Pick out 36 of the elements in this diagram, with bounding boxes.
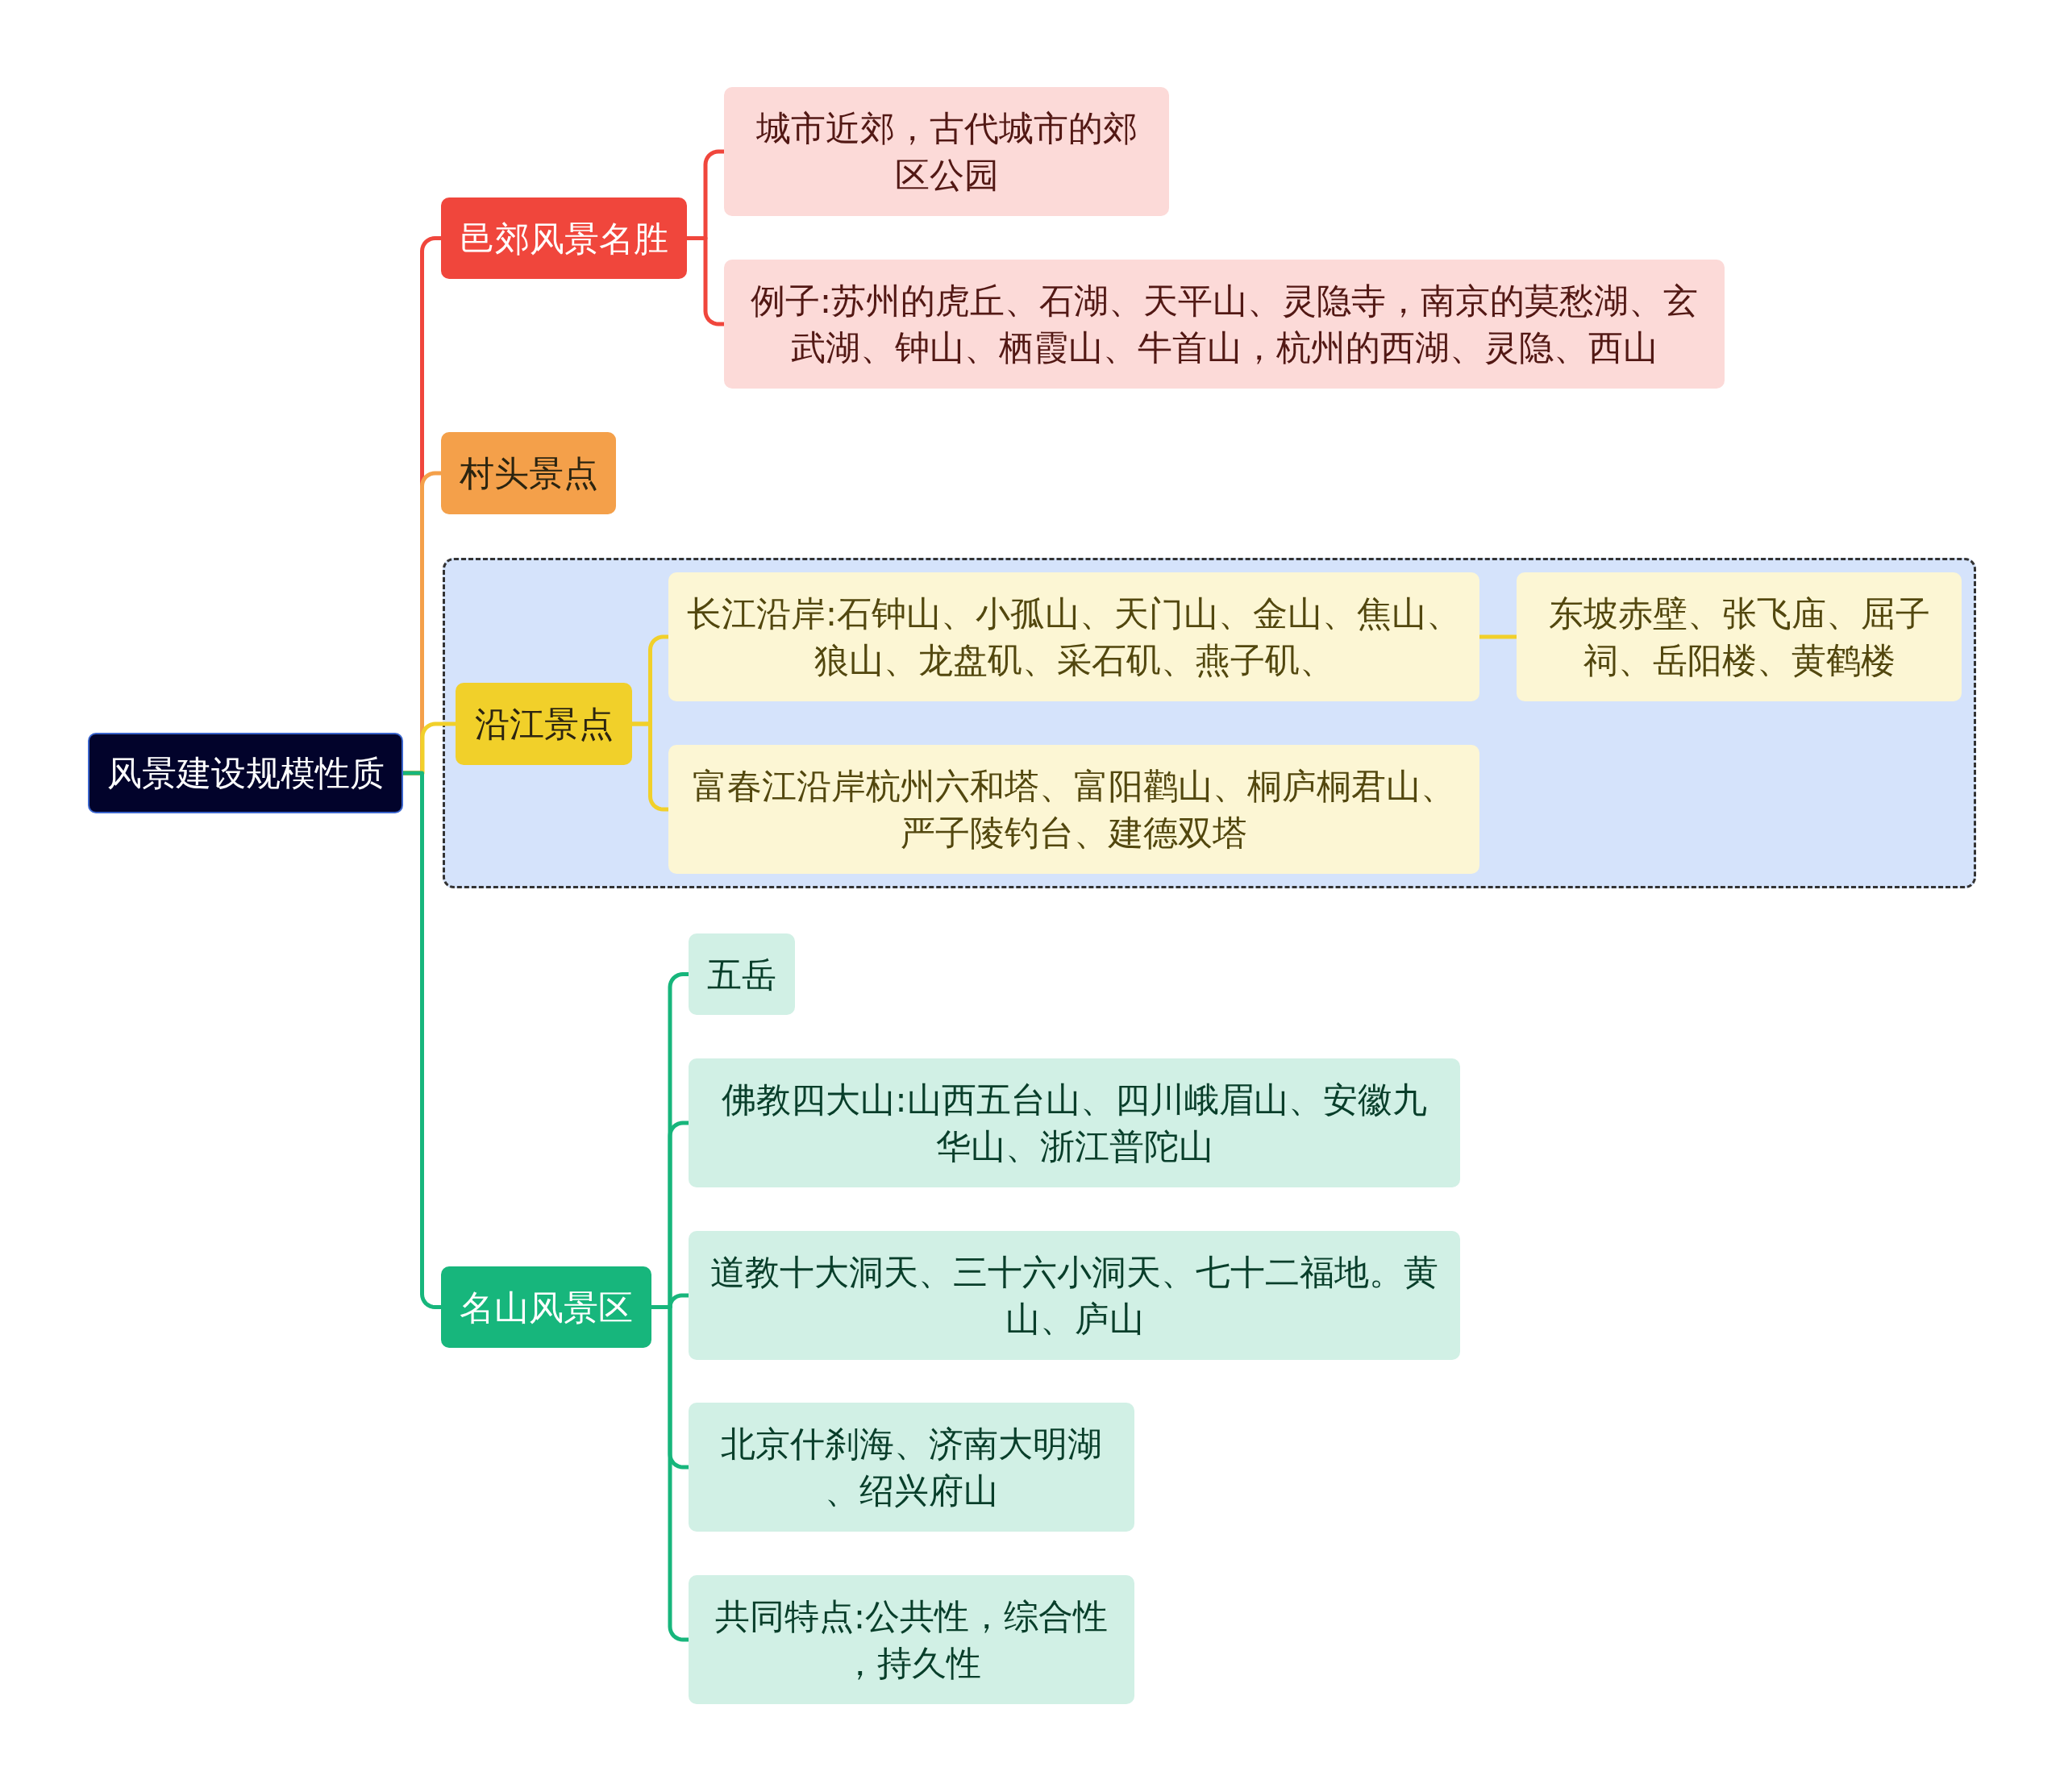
group-frame (443, 558, 1976, 888)
subtopic-box (724, 260, 1725, 389)
connector-line (651, 1305, 689, 1642)
topic-label: 风景建设规模性质 (106, 752, 385, 795)
topic-label: 五岳 (707, 953, 776, 996)
subtopic-box (668, 745, 1479, 874)
subtopic-box (668, 572, 1479, 701)
connector-line (632, 721, 668, 812)
subtopic-box (689, 1231, 1460, 1360)
branch-topic-box (441, 432, 616, 514)
topic-label: 名山风景区 (460, 1286, 633, 1329)
subtopic-box (689, 1058, 1460, 1187)
topic-label: 城市近郊，古代城市的郊区公园 (755, 107, 1138, 197)
branch-topic-box (441, 1266, 651, 1348)
branch-topic-box (441, 197, 687, 279)
root-topic-box (88, 733, 403, 813)
branch-topic-box (456, 683, 632, 765)
topic-label: 道教十大洞天、三十六小洞天、七十二福地。黄山、庐山 (710, 1251, 1439, 1341)
connector-line (403, 771, 441, 1309)
connector-line (687, 236, 724, 326)
subtopic-box (689, 1575, 1134, 1704)
topic-label: 村头景点 (459, 452, 598, 495)
topic-label: 沿江景点 (474, 703, 614, 746)
topic-label: 邑郊风景名胜 (460, 217, 668, 260)
subtopic-box (724, 87, 1169, 216)
topic-label: 例子:苏州的虎丘、石湖、天平山、灵隐寺，南京的莫愁湖、玄武湖、钟山、栖霞山、牛首山，杭州的西湖、灵隐、西山 (749, 280, 1700, 369)
topic-label: 东坡赤壁、张飞庙、屈子祠、岳阳楼、黄鹤楼 (1547, 592, 1931, 682)
topic-label: 佛教四大山:山西五台山、四川峨眉山、安徽九华山、浙江普陀山 (721, 1079, 1428, 1168)
subtopic-box (689, 1403, 1134, 1532)
subtopic-box (689, 933, 795, 1015)
subtopic-box (1517, 572, 1962, 701)
topic-label: 北京什刹海、济南大明湖、绍兴府山 (720, 1423, 1103, 1512)
topic-label: 富春江沿岸杭州六和塔、富阳鹳山、桐庐桐君山、严子陵钓台、建德双塔 (692, 765, 1456, 854)
topic-label: 共同特点:公共性，综合性，持久性 (714, 1595, 1109, 1685)
connector-line (1479, 634, 1517, 639)
topic-label: 长江沿岸:石钟山、小孤山、天门山、金山、焦山、狼山、龙盘矶、采石矶、燕子矶、 (685, 592, 1463, 682)
